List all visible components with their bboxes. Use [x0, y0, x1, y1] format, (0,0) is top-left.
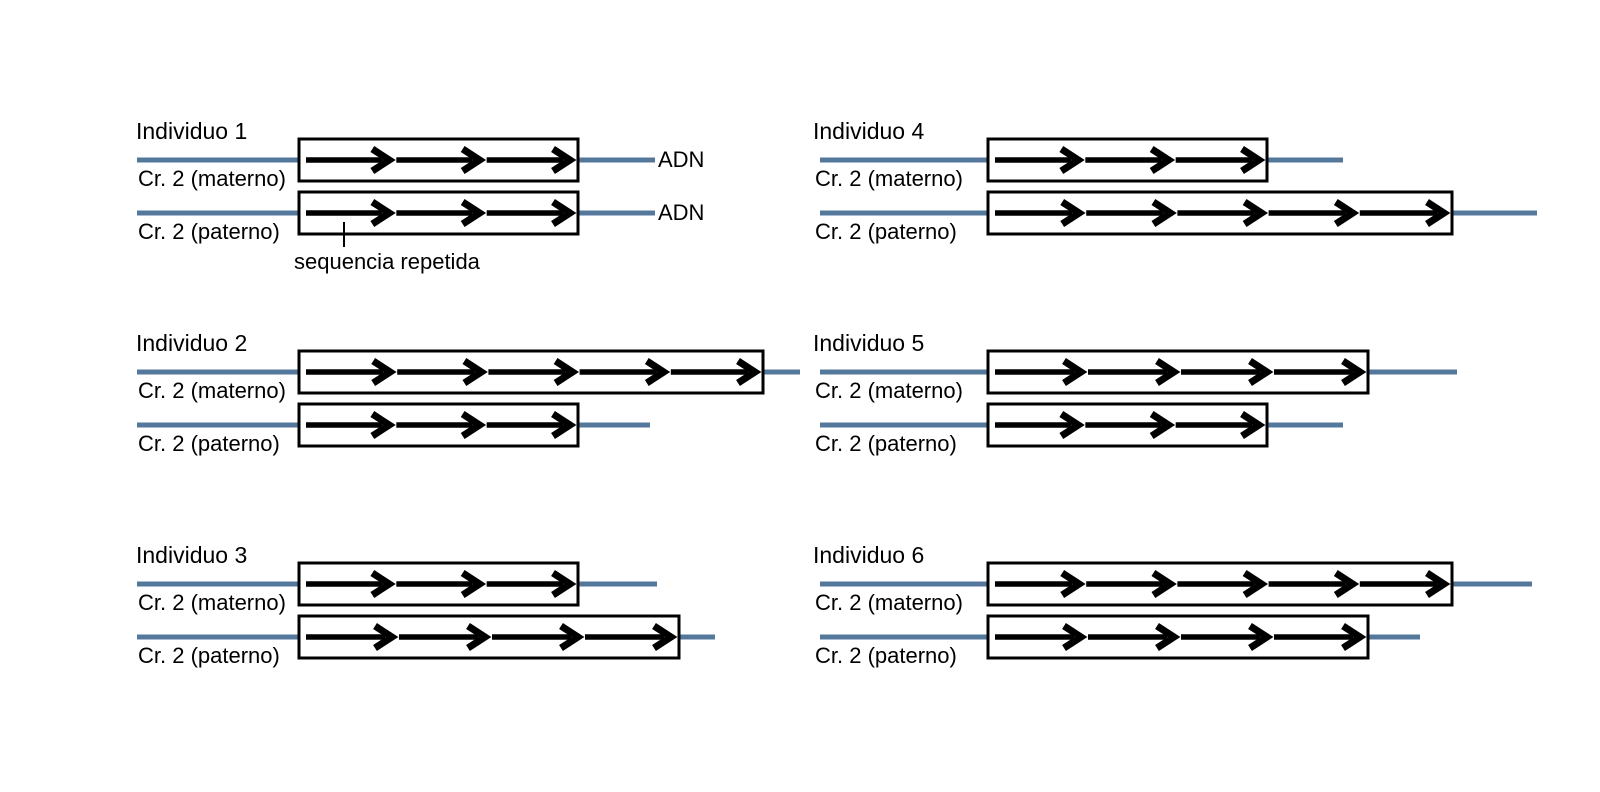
individual-4-paternal-label: Cr. 2 (paterno) [815, 219, 957, 244]
repeat-arrow-head [1062, 358, 1088, 386]
repeat-arrow-head [460, 199, 487, 227]
repeat-arrow-head [1149, 411, 1176, 439]
individual-1-title: Individuo 1 [136, 118, 248, 144]
individual-6-maternal-label: Cr. 2 (materno) [815, 590, 963, 615]
repeat-annotation-label: sequencia repetida [294, 249, 480, 274]
individual-4-title: Individuo 4 [813, 118, 925, 144]
repeat-arrow-head [370, 199, 396, 227]
repeat-arrow-head [1425, 199, 1451, 227]
repeat-arrow-head [1062, 623, 1088, 651]
repeat-arrow-head [1240, 146, 1266, 174]
repeat-arrow-head [1149, 146, 1176, 174]
individual-6-paternal-label: Cr. 2 (paterno) [815, 643, 957, 668]
repeat-arrow-head [1060, 570, 1086, 598]
adn-label-paternal: ADN [658, 200, 705, 225]
repeat-arrow-head [371, 358, 397, 386]
repeat-arrow-head [1341, 358, 1367, 386]
individual-5-title: Individuo 5 [813, 330, 925, 356]
repeat-arrow-head [1242, 570, 1269, 598]
individual-2-maternal-label: Cr. 2 (materno) [138, 378, 286, 403]
repeat-arrow-head [1155, 623, 1181, 651]
repeat-arrow-head [460, 411, 487, 439]
individual-5-maternal-label: Cr. 2 (materno) [815, 378, 963, 403]
repeat-arrow-head [1060, 199, 1086, 227]
repeat-arrow-head [460, 570, 487, 598]
repeat-arrow-head [644, 358, 671, 386]
repeat-arrow-head [1333, 570, 1360, 598]
repeat-arrow-head [1425, 570, 1451, 598]
repeat-arrow-head [1059, 411, 1085, 439]
individual-6-title: Individuo 6 [813, 542, 925, 568]
individual-3-paternal-label: Cr. 2 (paterno) [138, 643, 280, 668]
repeat-arrow-head [551, 570, 577, 598]
individual-1-paternal-label: Cr. 2 (paterno) [138, 219, 280, 244]
repeat-arrow-head [370, 570, 396, 598]
individual-3-maternal-label: Cr. 2 (materno) [138, 590, 286, 615]
repeat-arrow-head [1248, 358, 1274, 386]
repeat-arrow-head [373, 623, 399, 651]
repeat-arrow-head [551, 199, 577, 227]
repeat-arrow-head [551, 411, 577, 439]
adn-label-maternal: ADN [658, 147, 705, 172]
individual-3-title: Individuo 3 [136, 542, 248, 568]
repeat-arrow-head [460, 146, 487, 174]
repeat-arrow-head [559, 623, 585, 651]
repeat-arrow-head [466, 623, 492, 651]
repeat-arrow-head [370, 411, 396, 439]
repeat-arrow-head [1242, 199, 1269, 227]
individual-1-maternal-label: Cr. 2 (materno) [138, 166, 286, 191]
repeat-arrow-head [1059, 146, 1085, 174]
repeat-arrow-head [1151, 199, 1177, 227]
repeat-arrow-head [1248, 623, 1274, 651]
repeat-arrow-head [1341, 623, 1367, 651]
individual-4-maternal-label: Cr. 2 (materno) [815, 166, 963, 191]
individual-2-paternal-label: Cr. 2 (paterno) [138, 431, 280, 456]
repeat-arrow-head [736, 358, 762, 386]
repeat-arrow-head [553, 358, 580, 386]
repeat-arrow-head [370, 146, 396, 174]
repeat-arrow-head [1151, 570, 1177, 598]
repeat-arrow-head [652, 623, 678, 651]
repeat-arrow-head [1240, 411, 1266, 439]
individual-2-title: Individuo 2 [136, 330, 248, 356]
repeat-arrow-head [1155, 358, 1181, 386]
individual-5-paternal-label: Cr. 2 (paterno) [815, 431, 957, 456]
repeat-arrow-head [1333, 199, 1360, 227]
repeat-arrow-head [551, 146, 577, 174]
repeat-arrow-head [462, 358, 488, 386]
